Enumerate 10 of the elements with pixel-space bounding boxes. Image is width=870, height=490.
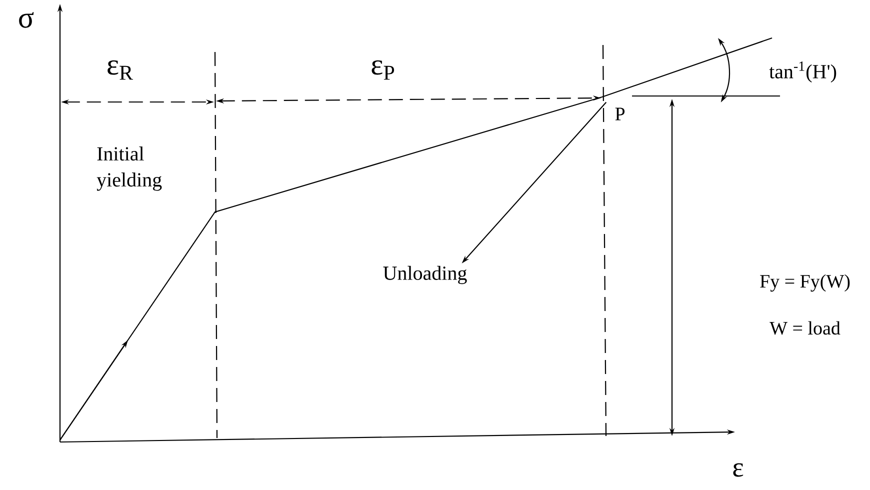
- dimension-label: ε$_{P}$: [372, 60, 394, 80]
- equation-label: Fy = Fy(W): [760, 274, 850, 292]
- axis-label: ε: [733, 463, 744, 477]
- equation-label: W = load: [770, 321, 840, 335]
- dimension-label: ε$_{R}$: [108, 60, 134, 80]
- text-label: Unloading: [383, 266, 467, 284]
- angle-label: tan$^{-1}$(H'): [769, 61, 836, 82]
- region-label: Initial yielding: [96, 146, 162, 191]
- axis-label: σ: [19, 12, 34, 28]
- point-label: P: [615, 108, 625, 120]
